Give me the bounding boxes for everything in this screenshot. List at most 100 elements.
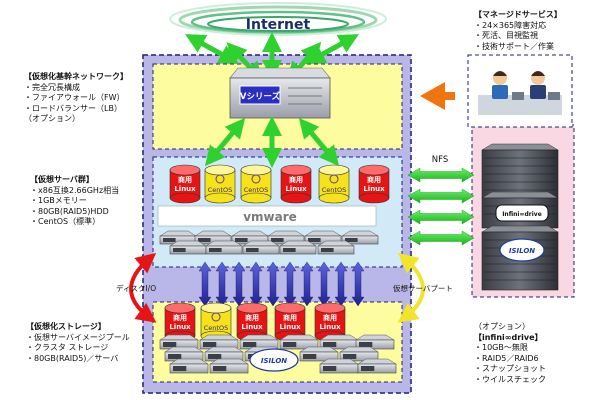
linux-chip-label-bottom: Linux	[363, 185, 385, 193]
option-item: ・スナップショット	[474, 364, 546, 373]
server-unit	[204, 346, 244, 362]
nfs-double-arrow	[407, 188, 475, 204]
nfs-double-arrow	[407, 230, 475, 246]
disk-io-arrow	[129, 252, 157, 323]
server-unit	[279, 240, 317, 255]
centos-chip-label: CentOS	[244, 186, 268, 194]
linux-chip-label-bottom: Linux	[319, 323, 341, 331]
v-series-appliance: Vシリーズ	[229, 67, 331, 119]
vmware-logo: vmware	[243, 210, 297, 224]
linux-chip-label-top: 商用	[367, 175, 381, 184]
storage-isilon-badge: ISILON	[249, 348, 299, 372]
io-double-arrow	[300, 261, 314, 307]
internet-cloud: Internet	[169, 2, 387, 36]
option-item: ・ウイルスチェック	[474, 374, 546, 384]
server-unit	[355, 334, 395, 350]
network-notes: 【仮想化基幹ネットワーク】 ・完全冗長構成 ・ファイアウォール（FW） ・ロード…	[24, 72, 128, 125]
storage-item: ・仮想サーバイメージプール	[26, 332, 130, 342]
server-unit	[194, 230, 232, 245]
option-item: ・RAID5／RAID6	[474, 353, 539, 363]
nfs-double-arrow	[407, 209, 475, 225]
linux-chip-label-bottom: Linux	[169, 323, 191, 331]
server-unit	[319, 358, 359, 374]
storage-rack	[481, 143, 559, 199]
server-unit	[319, 334, 359, 350]
option-item: 【infini∞drive】	[474, 332, 543, 342]
centos-chip-label: CentOS	[208, 186, 232, 194]
infinidrive-badge: Infini∞drive	[495, 204, 549, 222]
server-unit	[169, 358, 209, 374]
linux-chip-label-top: 商用	[323, 313, 337, 322]
disk-io-label: ディスクI/O	[116, 283, 156, 293]
managed-service-title: 【マネージドサービス】	[474, 10, 562, 19]
server-item: ・80GB(RAID5)HDD	[30, 206, 109, 216]
centos-chip: CentOS	[318, 164, 350, 204]
centos-chip-label: CentOS	[204, 324, 228, 332]
linux-chip-label-bottom: Linux	[285, 185, 307, 193]
server-hardware-stack	[159, 230, 379, 255]
centos-chip: CentOS	[204, 164, 236, 204]
nfs-double-arrow	[407, 167, 475, 183]
server-item: ・CentOS（標準）	[30, 217, 101, 226]
server-notes: 【仮想サーバ群】 ・x86互換2.66GHz相当 ・1GBメモリー ・80GB(…	[30, 175, 119, 228]
option-item: ・10GB～無限	[474, 343, 528, 352]
io-double-arrow	[351, 261, 365, 307]
network-item: ・ファイアウォール（FW）	[24, 93, 125, 102]
v-series-label: Vシリーズ	[240, 91, 281, 102]
storage-item: ・クラスタ ストレージ	[26, 343, 109, 352]
internet-label: Internet	[246, 17, 311, 33]
network-item: （オプション）	[24, 114, 80, 123]
linux-chip-label-top: 商用	[289, 175, 303, 184]
network-item: ・完全冗長構成	[24, 82, 80, 92]
managed-service-item: ・死活、目視監視	[474, 31, 538, 40]
linux-chip-label-top: 商用	[283, 313, 297, 322]
storage-isilon-logo: ISILON	[261, 357, 287, 365]
server-unit	[339, 346, 379, 362]
network-item: ・ロードバランサー（LB）	[24, 103, 122, 113]
centos-chip: CentOS	[240, 164, 272, 204]
virtual-boot-label: 仮想サーバプート	[393, 283, 453, 293]
managed-service-illustration	[467, 54, 573, 128]
server-unit	[205, 240, 243, 255]
server-item: ・x86互換2.66GHz相当	[30, 185, 120, 195]
server-unit	[169, 240, 207, 255]
centos-chip-label: CentOS	[322, 186, 346, 194]
linux-chip-label-bottom: Linux	[241, 323, 263, 331]
nfs-isilon-logo: ISILON	[509, 247, 535, 255]
io-double-arrow	[266, 261, 280, 307]
server-unit	[357, 358, 397, 374]
server-unit	[159, 334, 199, 350]
server-unit	[341, 230, 379, 245]
linux-chip-label-bottom: Linux	[174, 185, 196, 193]
storage-title: 【仮想化ストレージ】	[26, 322, 106, 331]
server-storage-links	[198, 261, 365, 307]
server-unit	[299, 346, 339, 362]
linux-chip-label-top: 商用	[245, 313, 259, 322]
managed-service-item: ・技術サポート／作業	[474, 41, 554, 51]
server-unit	[239, 334, 279, 350]
server-unit	[209, 358, 249, 374]
network-title: 【仮想化基幹ネットワーク】	[24, 72, 128, 81]
vmware-bar: vmware	[157, 205, 377, 227]
infinidrive-logo: Infini∞drive	[502, 211, 542, 218]
storage-notes: 【仮想化ストレージ】 ・仮想サーバイメージプール ・クラスタ ストレージ ・80…	[26, 322, 130, 364]
nfs-label: NFS	[432, 155, 449, 165]
server-unit	[267, 230, 305, 245]
option-notes: （オプション） 【infini∞drive】 ・10GB～無限 ・RAID5／R…	[474, 322, 546, 385]
managed-service-item: ・24×365障害対応	[474, 20, 547, 30]
virtual-boot-arrow	[397, 252, 425, 323]
storage-item: ・80GB(RAID5)／サーバ	[26, 353, 119, 363]
server-item: ・1GBメモリー	[30, 196, 87, 205]
server-unit	[317, 240, 355, 255]
server-unit	[242, 240, 280, 255]
nfs-links	[407, 167, 475, 246]
option-item: （オプション）	[474, 322, 530, 331]
linux-chip-label-bottom: Linux	[279, 323, 301, 331]
nfs-isilon-badge: ISILON	[499, 238, 545, 262]
